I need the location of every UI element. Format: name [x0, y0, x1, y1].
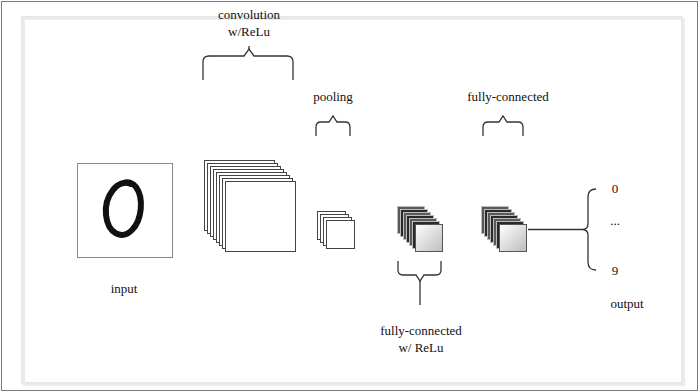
- map-square: [416, 225, 443, 252]
- input-image-frame: [78, 164, 173, 258]
- fc-layer-stack: [482, 207, 527, 252]
- layer-label: convolution w/ReLu: [209, 6, 289, 40]
- bracket: [316, 116, 350, 136]
- bracket: [483, 116, 523, 136]
- output-brace: [582, 189, 596, 270]
- map-square: [226, 182, 296, 252]
- map-square: [327, 221, 355, 249]
- bracket: [398, 261, 441, 281]
- map-square: [500, 225, 527, 252]
- layer-label: pooling: [313, 88, 353, 105]
- bracket-stem: [419, 281, 420, 305]
- layer-label: fully-connected: [467, 88, 549, 105]
- class-label: 0: [612, 180, 619, 197]
- bracket-stem: [248, 46, 249, 49]
- digit-drawing: [106, 182, 141, 235]
- input-label: input: [111, 280, 138, 297]
- class-label: ...: [610, 212, 620, 229]
- inner-panel: [22, 17, 682, 383]
- fc-layer-stack: [398, 207, 443, 252]
- feature-map-stack: [205, 161, 296, 252]
- bracket: [203, 49, 293, 80]
- class-label: 9: [612, 262, 619, 279]
- layer-label: fully-connected w/ ReLu: [373, 322, 469, 356]
- output-label: output: [610, 295, 643, 312]
- panel-shadow: [24, 19, 684, 385]
- pooled-map-stack: [318, 212, 355, 249]
- output-line: [528, 229, 582, 230]
